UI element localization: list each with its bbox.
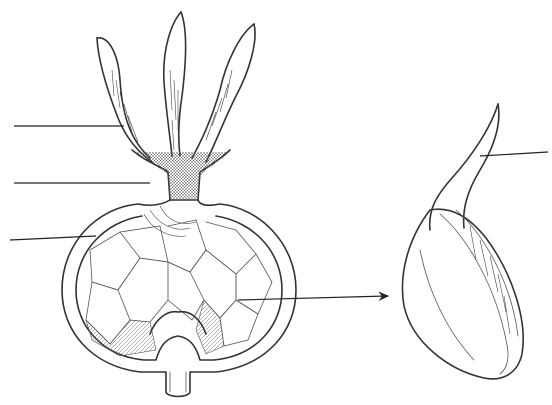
seed-detail: [402, 104, 548, 379]
ovules: [86, 206, 272, 356]
label-leaders-left: [10, 126, 150, 240]
stigma-middle: [164, 12, 186, 156]
stigma-left: [97, 38, 152, 162]
style-column: [132, 150, 230, 200]
ovary-wall: [62, 200, 296, 397]
leader-line-ovary: [10, 236, 96, 240]
detail-arrow: [238, 296, 388, 300]
leader-line-seed: [480, 152, 548, 156]
stigma-right: [192, 24, 255, 162]
